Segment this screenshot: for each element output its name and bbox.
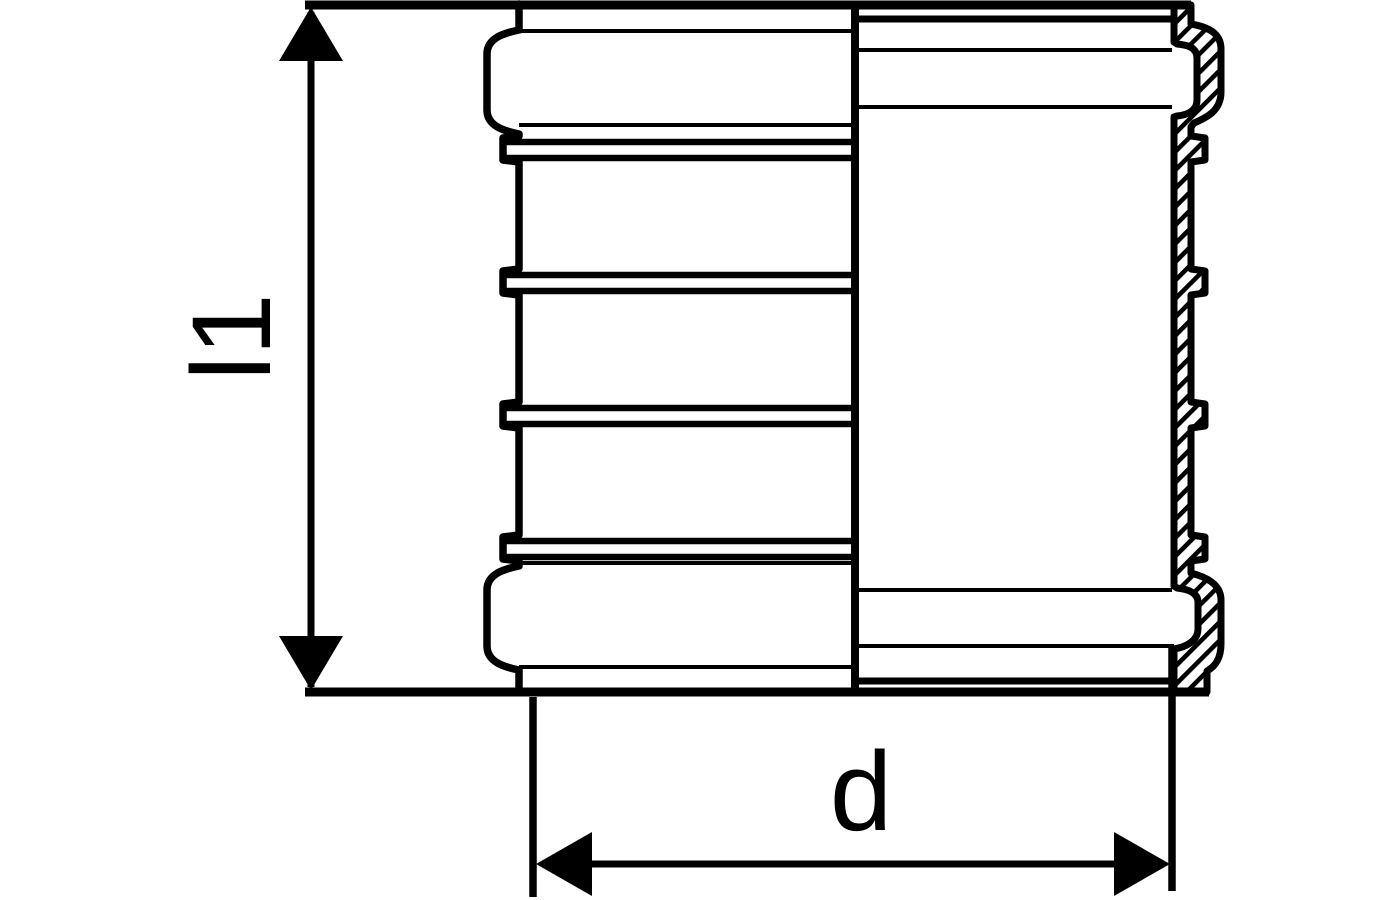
l1-dimension-label: l1 — [169, 293, 294, 380]
d-arrow-right-icon — [1114, 832, 1170, 896]
section-wall-hatched — [1170, 1, 1225, 696]
d-arrow-left-icon — [536, 832, 592, 896]
l1-arrow-up-icon — [279, 7, 343, 61]
coupling-left-profile — [483, 0, 523, 696]
l1-arrow-down-icon — [279, 636, 343, 690]
d-dimension-label: d — [830, 729, 892, 854]
